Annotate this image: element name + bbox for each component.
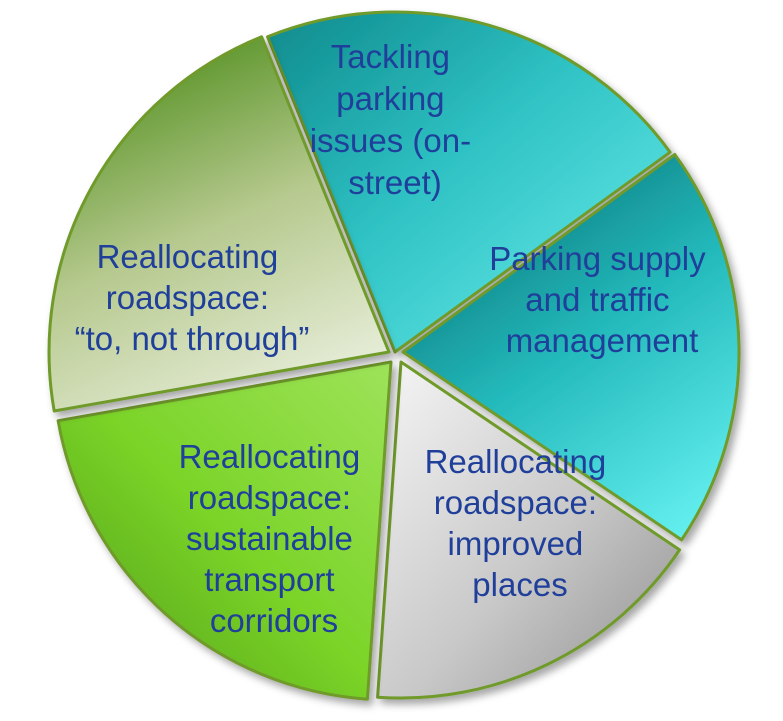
segment-label-parking-supply: Parking supply and traffic management: [489, 240, 715, 359]
pie-chart: [47, 10, 741, 701]
pie-segment-improved-places: [376, 360, 682, 700]
pie-segment-sustainable-corridors: [56, 360, 393, 701]
segment-label-improved-places: Reallocating roadspace: improved places: [425, 443, 616, 603]
segment-label-to-not-through: Reallocating roadspace: “to, not through…: [75, 238, 310, 357]
pie-segment-to-not-through: [47, 35, 391, 413]
pie-segment-parking-supply: [401, 153, 741, 542]
segment-label-sustainable-corridors: Reallocating roadspace: sustainable tran…: [179, 438, 370, 639]
pie-labels: Tackling parking issues (on- street) Par…: [75, 38, 715, 639]
segment-label-tackling-parking: Tackling parking issues (on- street): [310, 38, 481, 201]
pie-segment-tackling-parking: [266, 10, 672, 354]
